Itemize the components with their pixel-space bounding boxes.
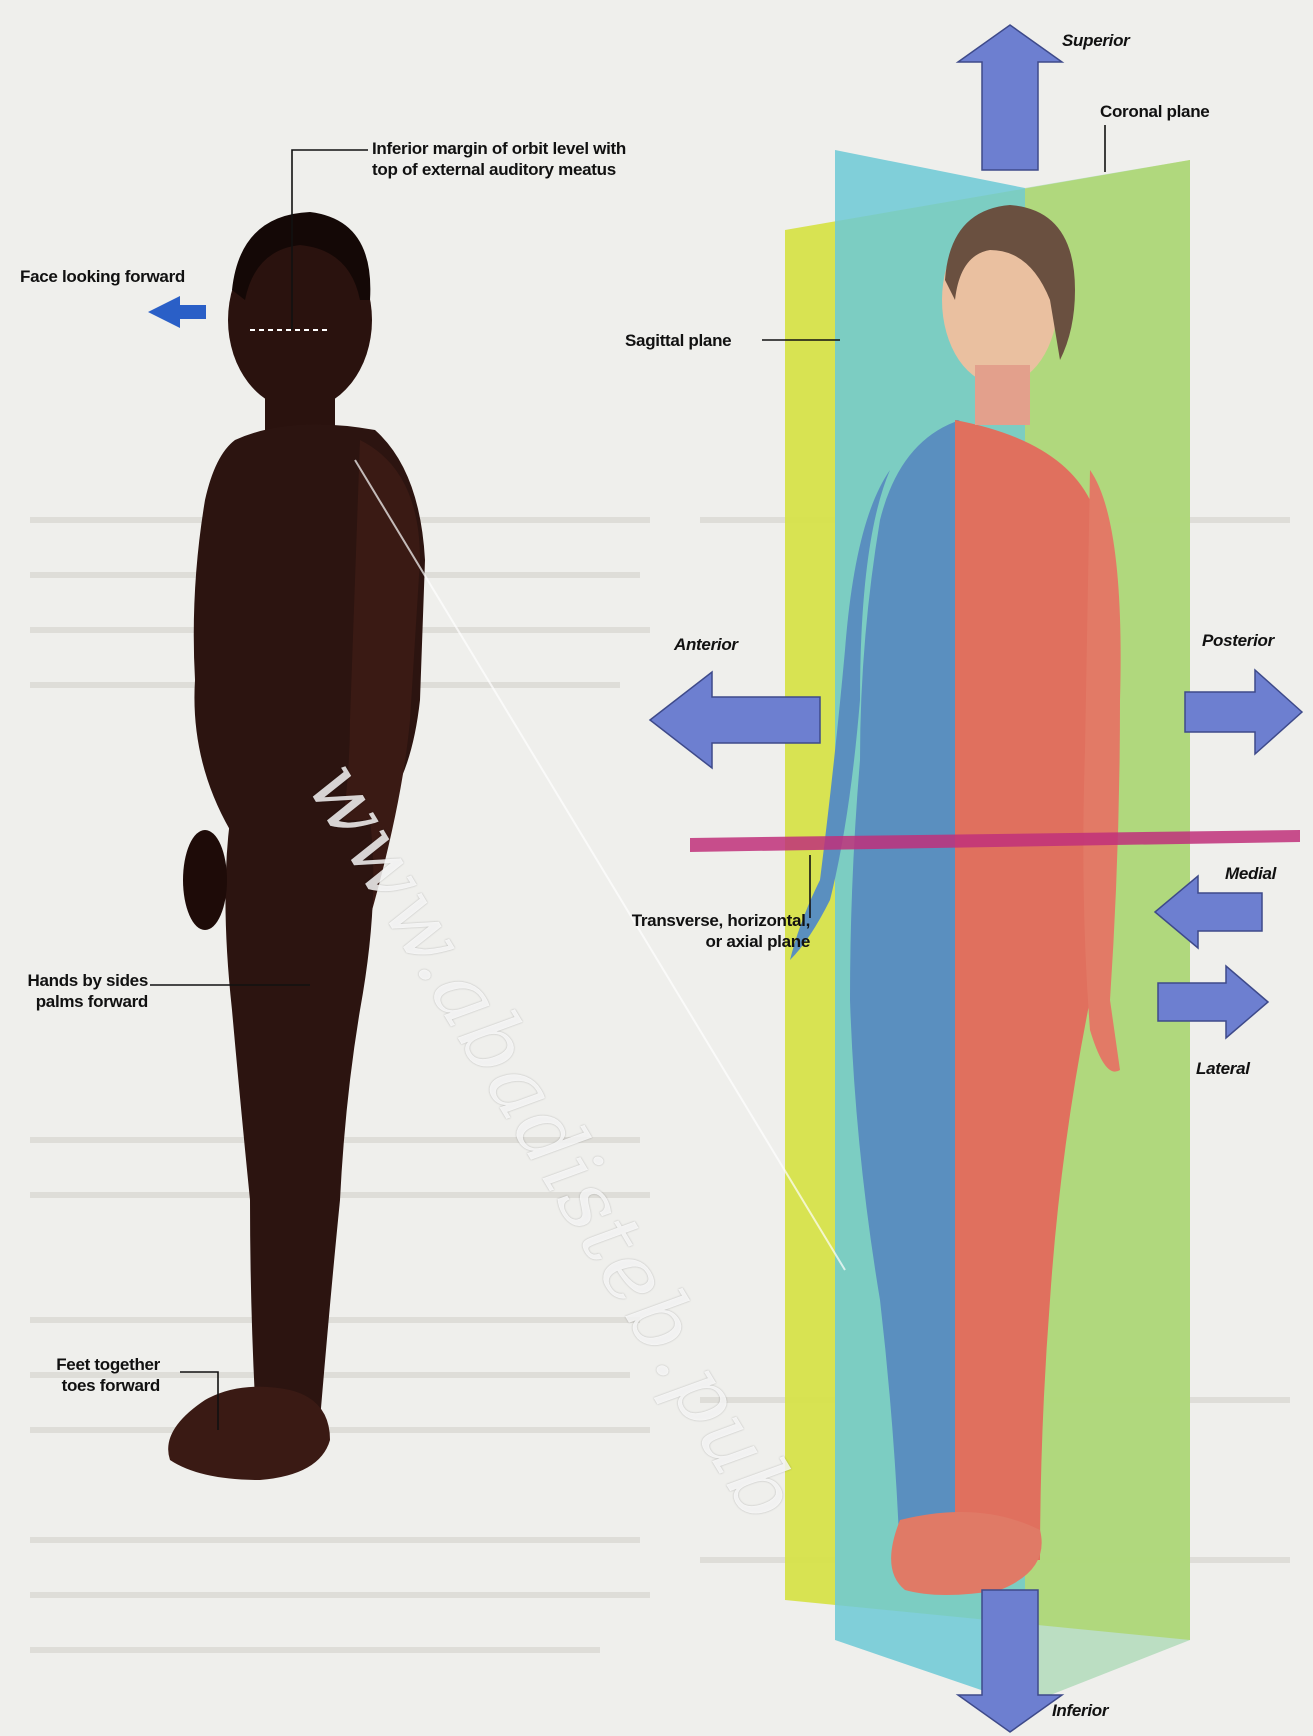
male-feet xyxy=(168,1387,330,1480)
inferior-label: Inferior xyxy=(1052,1700,1108,1721)
superior-label: Superior xyxy=(1062,30,1130,51)
lateral-label: Lateral xyxy=(1196,1058,1250,1079)
face-label: Face looking forward xyxy=(20,266,185,287)
anterior-label: Anterior xyxy=(674,634,738,655)
feet-label-line2: toes forward xyxy=(20,1375,160,1396)
male-legs xyxy=(225,820,373,1440)
male-genital xyxy=(183,830,227,930)
feet-label: Feet together toes forward xyxy=(20,1354,160,1397)
hands-label-line2: palms forward xyxy=(8,991,148,1012)
transverse-label-line1: Transverse, horizontal, xyxy=(500,910,810,931)
feet-label-line1: Feet together xyxy=(20,1354,160,1375)
posterior-label: Posterior xyxy=(1202,630,1274,651)
hands-label-line1: Hands by sides xyxy=(8,970,148,991)
orbit-label-line1: Inferior margin of orbit level with xyxy=(372,138,626,159)
superior-arrow xyxy=(958,25,1062,170)
medial-label: Medial xyxy=(1225,863,1276,884)
hands-label: Hands by sides palms forward xyxy=(8,970,148,1013)
sagittal-plane-label: Sagittal plane xyxy=(625,330,731,351)
face-forward-arrow xyxy=(148,296,206,328)
posterior-arrow xyxy=(1185,670,1302,754)
coronal-plane-label: Coronal plane xyxy=(1100,101,1209,122)
orbit-label-line2: top of external auditory meatus xyxy=(372,159,626,180)
female-neck xyxy=(975,365,1030,425)
transverse-label-line2: or axial plane xyxy=(500,931,810,952)
transverse-plane-label: Transverse, horizontal, or axial plane xyxy=(500,910,810,953)
orbit-label: Inferior margin of orbit level with top … xyxy=(372,138,626,181)
